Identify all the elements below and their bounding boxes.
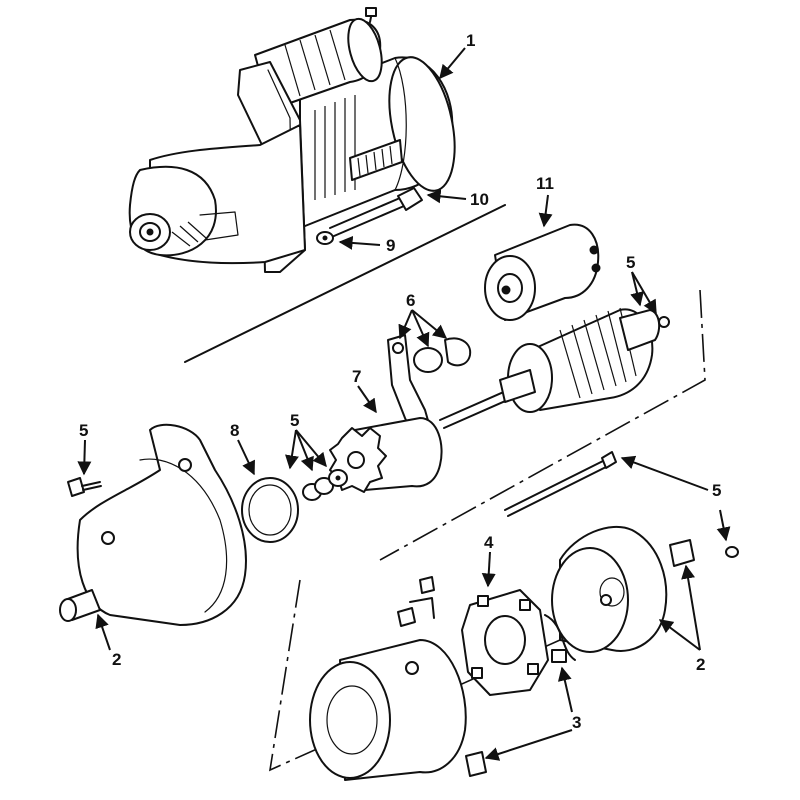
callout-2-front: 2 xyxy=(112,650,121,669)
field-frame xyxy=(309,576,467,781)
assembled-starter-motor xyxy=(128,7,456,273)
drive-end-housing-2 xyxy=(59,423,247,626)
washer-9 xyxy=(316,231,334,245)
callout-6: 6 xyxy=(406,291,415,310)
plugs-6 xyxy=(413,337,472,373)
washers-5 xyxy=(302,469,348,501)
callout-3: 3 xyxy=(572,713,581,732)
section-divider-line xyxy=(184,204,506,363)
brushes-3 xyxy=(465,649,567,777)
brush-holder-4 xyxy=(461,589,576,696)
armature xyxy=(439,307,670,429)
assembly-centerline-upper xyxy=(379,289,706,561)
assembly-centerline-lower xyxy=(268,579,561,772)
through-bolt-5 xyxy=(504,451,617,517)
callout-5-bolt: 5 xyxy=(79,421,88,440)
commutator-end-frame-2 xyxy=(551,525,739,653)
callout-1: 1 xyxy=(466,31,475,50)
solenoid-11 xyxy=(484,223,601,321)
callout-leaders xyxy=(77,47,731,761)
bolt-5-left xyxy=(67,477,102,497)
callout-5-armature: 5 xyxy=(626,253,635,272)
callout-2-rear: 2 xyxy=(696,655,705,674)
callout-8: 8 xyxy=(230,421,239,440)
callout-4: 4 xyxy=(484,533,494,552)
callout-11: 11 xyxy=(536,174,554,193)
seal-ring-8 xyxy=(241,477,299,543)
callout-10: 10 xyxy=(470,190,489,209)
callout-labels: 1 10 9 11 5 6 7 5 8 5 5 4 2 2 3 xyxy=(79,31,721,732)
callout-5-washers: 5 xyxy=(290,411,299,430)
callout-9: 9 xyxy=(386,236,395,255)
callout-5-thru-bolt: 5 xyxy=(712,481,721,500)
through-bolt-10 xyxy=(329,187,423,237)
callout-7: 7 xyxy=(352,367,361,386)
